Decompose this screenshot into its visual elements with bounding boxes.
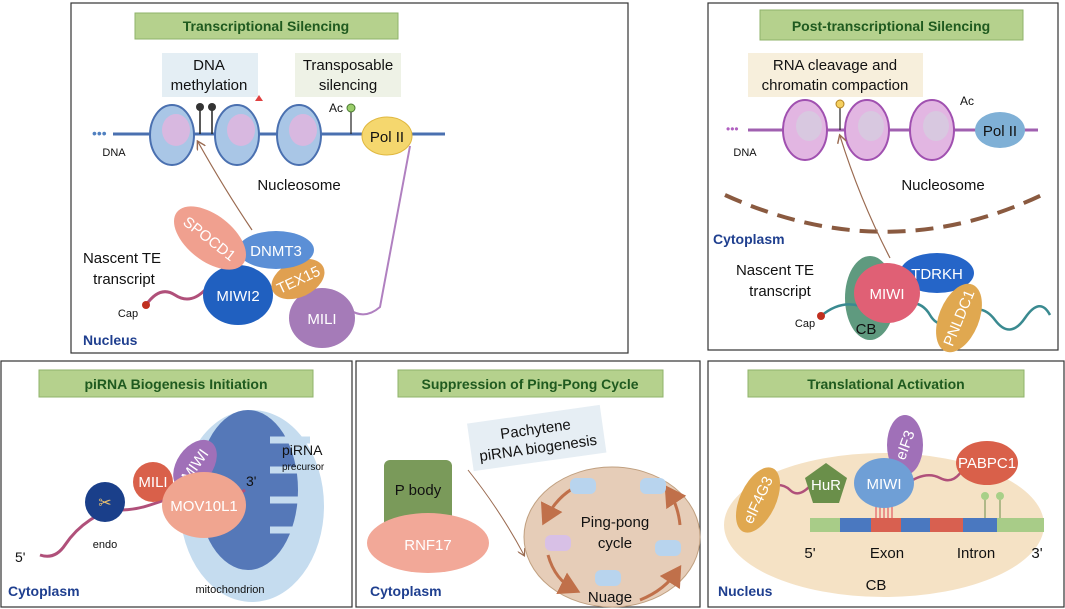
nascent-te-label: transcript <box>749 283 812 300</box>
title-box <box>134 12 399 40</box>
svg-text:HuR: HuR <box>811 477 841 494</box>
svg-text:CB: CB <box>856 321 877 338</box>
pol2 <box>361 116 413 156</box>
location-label: Nucleus <box>718 583 773 599</box>
panel-title: Transcriptional Silencing <box>183 18 349 34</box>
ac-label: Ac <box>329 101 343 115</box>
nascent-te-label: Nascent TE <box>736 262 814 279</box>
location-label: Cytoplasm <box>713 231 785 247</box>
rna-cleavage-label: RNA cleavage and <box>773 57 897 74</box>
pol2 <box>975 112 1025 148</box>
pirna-label: piRNA <box>282 442 323 458</box>
panel-title: Translational Activation <box>807 376 964 392</box>
location-label: Cytoplasm <box>8 583 80 599</box>
svg-text:PABPC1: PABPC1 <box>958 455 1016 472</box>
pol2-label: Pol II <box>983 123 1017 140</box>
svg-text:TDRKH: TDRKH <box>911 266 963 283</box>
precursor-label: precursor <box>282 462 325 473</box>
arrow-icon <box>198 142 253 231</box>
dna-label: DNA <box>102 147 126 159</box>
endo-label: endo <box>93 539 117 551</box>
dots-icon: ••• <box>726 122 739 136</box>
ping-pong-label: Ping-pong <box>581 514 649 531</box>
three-prime-label: 3' <box>1031 545 1042 562</box>
nucleosome-label: Nucleosome <box>901 177 984 194</box>
mrna-bar <box>810 518 1044 532</box>
panel-transcriptional-silencing: Transcriptional Silencing DNA methylatio… <box>70 2 629 354</box>
cap-icon <box>817 312 825 320</box>
svg-text:MIWI2: MIWI2 <box>216 288 259 305</box>
transposable-silencing-label: silencing <box>319 77 377 94</box>
svg-text:MOV10L1: MOV10L1 <box>170 498 238 515</box>
mitochondrion-label: mitochondrion <box>195 584 264 596</box>
protein-mili: MILI <box>289 288 355 348</box>
svg-text:DNMT3: DNMT3 <box>250 243 302 260</box>
panel-translational-activation: Translational Activation eIF4G3 HuR eIF3… <box>707 360 1065 608</box>
transposable-silencing-label: Transposable <box>303 57 393 74</box>
three-prime-label: 3' <box>246 473 256 489</box>
nascent-te-label: Nascent TE <box>83 250 161 267</box>
exon-label: Exon <box>870 545 904 562</box>
dots-icon: ••• <box>92 125 107 141</box>
panel-title: piRNA Biogenesis Initiation <box>84 376 267 392</box>
five-prime-label: 5' <box>15 549 25 565</box>
protein-miwi2: MIWI2 <box>203 265 273 325</box>
location-label: Nucleus <box>83 332 138 348</box>
location-label: Cytoplasm <box>370 583 442 599</box>
panel-post-transcriptional-silencing: Post-transcriptional Silencing RNA cleav… <box>707 2 1059 353</box>
nucleosome-icon <box>149 104 322 166</box>
dna-label: DNA <box>733 147 757 159</box>
svg-text:MIWI: MIWI <box>867 476 902 493</box>
p-body-label: P body <box>395 482 442 499</box>
five-prime-label: 5' <box>804 545 815 562</box>
cap-label: Cap <box>118 308 138 320</box>
p-body <box>384 460 452 530</box>
methyl-mark-icon <box>196 95 263 134</box>
protein-tdrkh: TDRKH <box>900 253 974 293</box>
protein-eif3: eIF3 <box>887 415 923 475</box>
protein-miwi: MIWI <box>854 458 914 508</box>
ping-pong-label: cycle <box>598 535 632 552</box>
nuclear-membrane <box>724 190 1049 234</box>
scissors-icon: ✂ <box>98 495 111 512</box>
protein-mov10l1: MOV10L1 <box>162 472 246 538</box>
svg-text:RNF17: RNF17 <box>404 537 452 554</box>
nucleosome-label: Nucleosome <box>257 177 340 194</box>
svg-text:MILI: MILI <box>307 311 336 328</box>
nuage-label: Nuage <box>588 589 632 606</box>
nascent-te-label: transcript <box>93 271 156 288</box>
protein-pabpc1: PABPC1 <box>956 441 1018 485</box>
svg-text:MILI: MILI <box>138 474 167 491</box>
pirna-complex-icon <box>545 478 681 586</box>
nuage <box>523 466 701 608</box>
panel-title: Suppression of Ping-Pong Cycle <box>421 376 638 392</box>
arrow-icon <box>467 469 524 555</box>
rna-cleavage-label: chromatin compaction <box>762 77 909 94</box>
protein-miwi: MIWI <box>854 263 920 323</box>
dna-methylation-label: DNA <box>193 57 225 74</box>
protein-hur: HuR <box>805 463 847 503</box>
panel-title: Post-transcriptional Silencing <box>792 18 990 34</box>
pol2-label: Pol II <box>370 129 404 146</box>
panel-ping-pong-suppression: Suppression of Ping-Pong Cycle Pachytene… <box>355 360 701 608</box>
acetyl-mark-icon <box>346 103 356 113</box>
cb-label: CB <box>866 577 887 594</box>
intron-label: Intron <box>957 545 995 562</box>
panel-pirna-biogenesis: piRNA Biogenesis Initiation piRNA precur… <box>0 360 353 608</box>
cap-label: Cap <box>795 318 815 330</box>
cap-icon <box>142 301 150 309</box>
arrow-icon <box>840 136 891 259</box>
dna-methylation-label: methylation <box>171 77 248 94</box>
nucleosome-icon <box>782 99 955 161</box>
mark-icon <box>981 492 989 500</box>
cycle-arrows-icon <box>540 480 687 602</box>
svg-text:MIWI: MIWI <box>870 286 905 303</box>
protein-mili: MILI <box>133 462 173 502</box>
ac-label: Ac <box>960 94 974 108</box>
protein-dnmt3: DNMT3 <box>238 231 314 269</box>
protein-rnf17: RNF17 <box>367 513 489 573</box>
mark-icon <box>835 99 845 109</box>
endonuclease <box>85 482 125 522</box>
